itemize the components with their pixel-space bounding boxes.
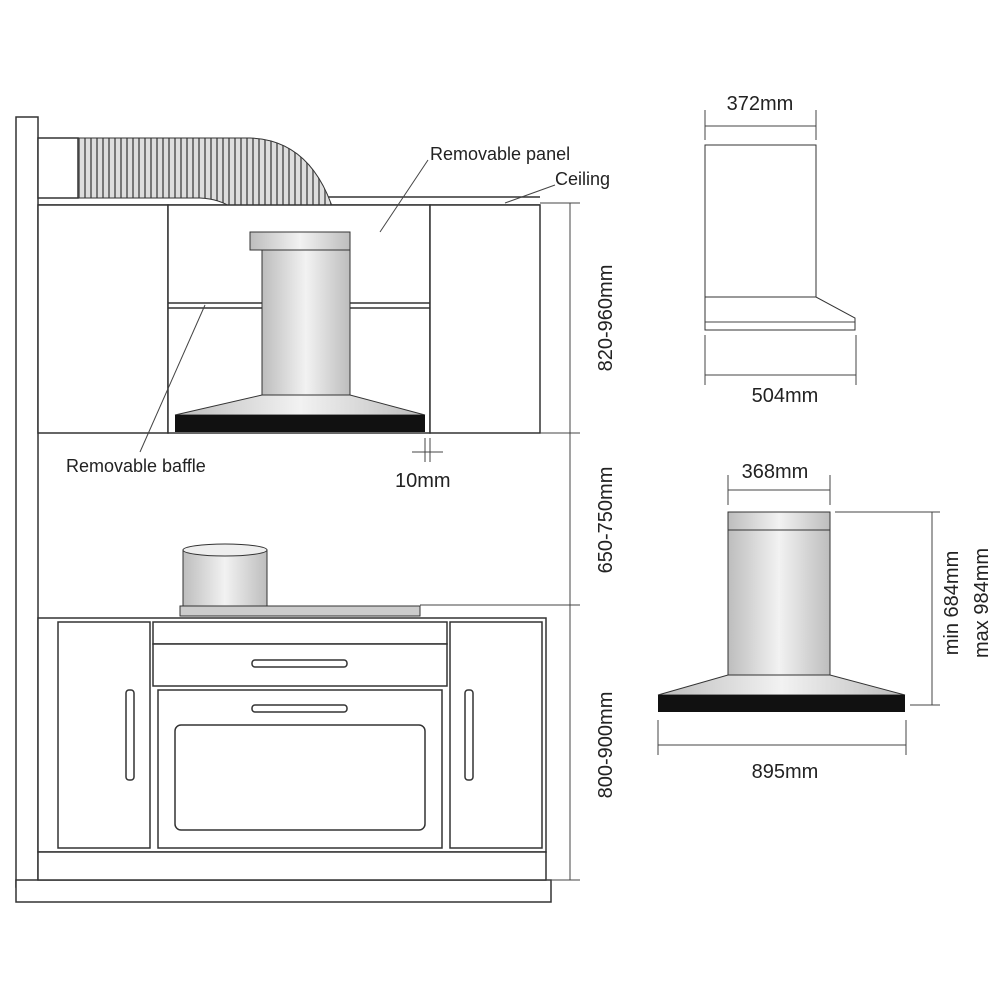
panel-leader — [379, 159, 429, 233]
hob-and-pot — [179, 543, 421, 617]
side-depth-label: 504mm — [752, 385, 819, 407]
range-hood-installed — [174, 231, 426, 432]
lower-cabinets — [37, 617, 547, 881]
cabinet-height-label: 820-960mm — [595, 265, 617, 372]
gap-label: 10mm — [395, 470, 451, 492]
max-height-label: max 984mm — [971, 548, 993, 658]
ceiling-label: Ceiling — [555, 169, 610, 189]
removable-baffle-label: Removable baffle — [66, 456, 206, 476]
baffle-leader — [139, 304, 206, 453]
vertical-dimension-line — [420, 202, 580, 881]
counter-height-label: 800-900mm — [595, 692, 617, 799]
side-top-width-label: 372mm — [727, 93, 794, 115]
front-chimney-width-label: 368mm — [742, 461, 809, 483]
removable-panel-label: Removable panel — [430, 144, 570, 164]
hood-side-view — [704, 110, 857, 385]
gap-dimension — [412, 438, 443, 462]
hood-to-hob-label: 650-750mm — [595, 467, 617, 574]
front-hood-width-label: 895mm — [752, 761, 819, 783]
hood-front-view — [657, 475, 940, 755]
min-height-label: min 684mm — [941, 551, 963, 655]
wall — [15, 116, 552, 903]
ceiling-leader — [504, 184, 556, 204]
